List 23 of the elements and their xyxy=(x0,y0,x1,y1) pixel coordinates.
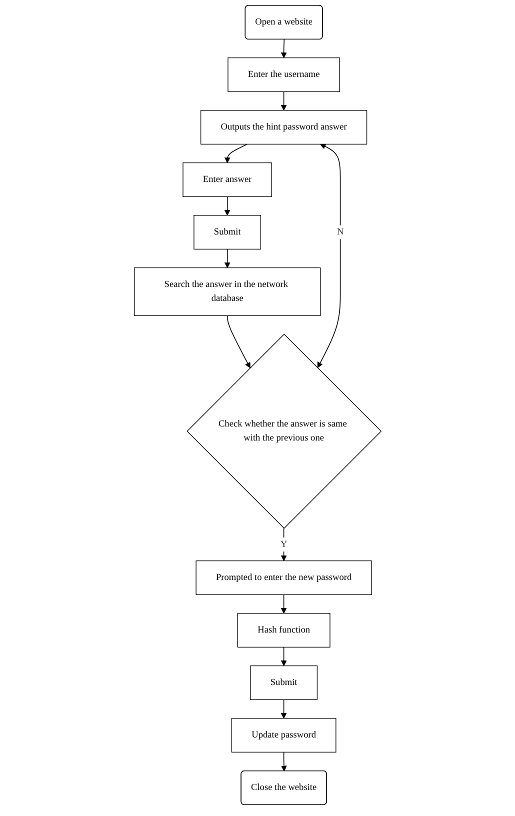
arrow xyxy=(280,699,286,719)
node-box: Enter answer xyxy=(182,162,272,198)
arrow xyxy=(280,39,286,58)
arrow xyxy=(280,594,286,614)
arrow xyxy=(280,646,286,666)
edge-label: Y xyxy=(280,540,287,550)
node-box: Enter the username xyxy=(227,57,340,92)
arrow xyxy=(224,144,248,164)
node-box: Search the answer in the network database xyxy=(134,267,320,316)
arrow xyxy=(224,196,230,216)
node-diamond: Check whether the answer is same with the previous one xyxy=(186,334,382,529)
arrow xyxy=(280,752,287,772)
arrow xyxy=(280,91,286,111)
arrow xyxy=(226,315,250,368)
node-box: Hash function xyxy=(237,612,330,648)
arrow xyxy=(224,248,230,268)
arrow xyxy=(317,144,340,368)
node-box: Submit xyxy=(193,214,261,250)
node-box: Submit xyxy=(250,665,318,700)
node-box: Prompted to enter the new password xyxy=(195,560,372,596)
node-box: Update password xyxy=(231,718,336,752)
edge-label: N xyxy=(336,227,344,238)
node-box: Outputs the hint password answer xyxy=(200,110,367,145)
